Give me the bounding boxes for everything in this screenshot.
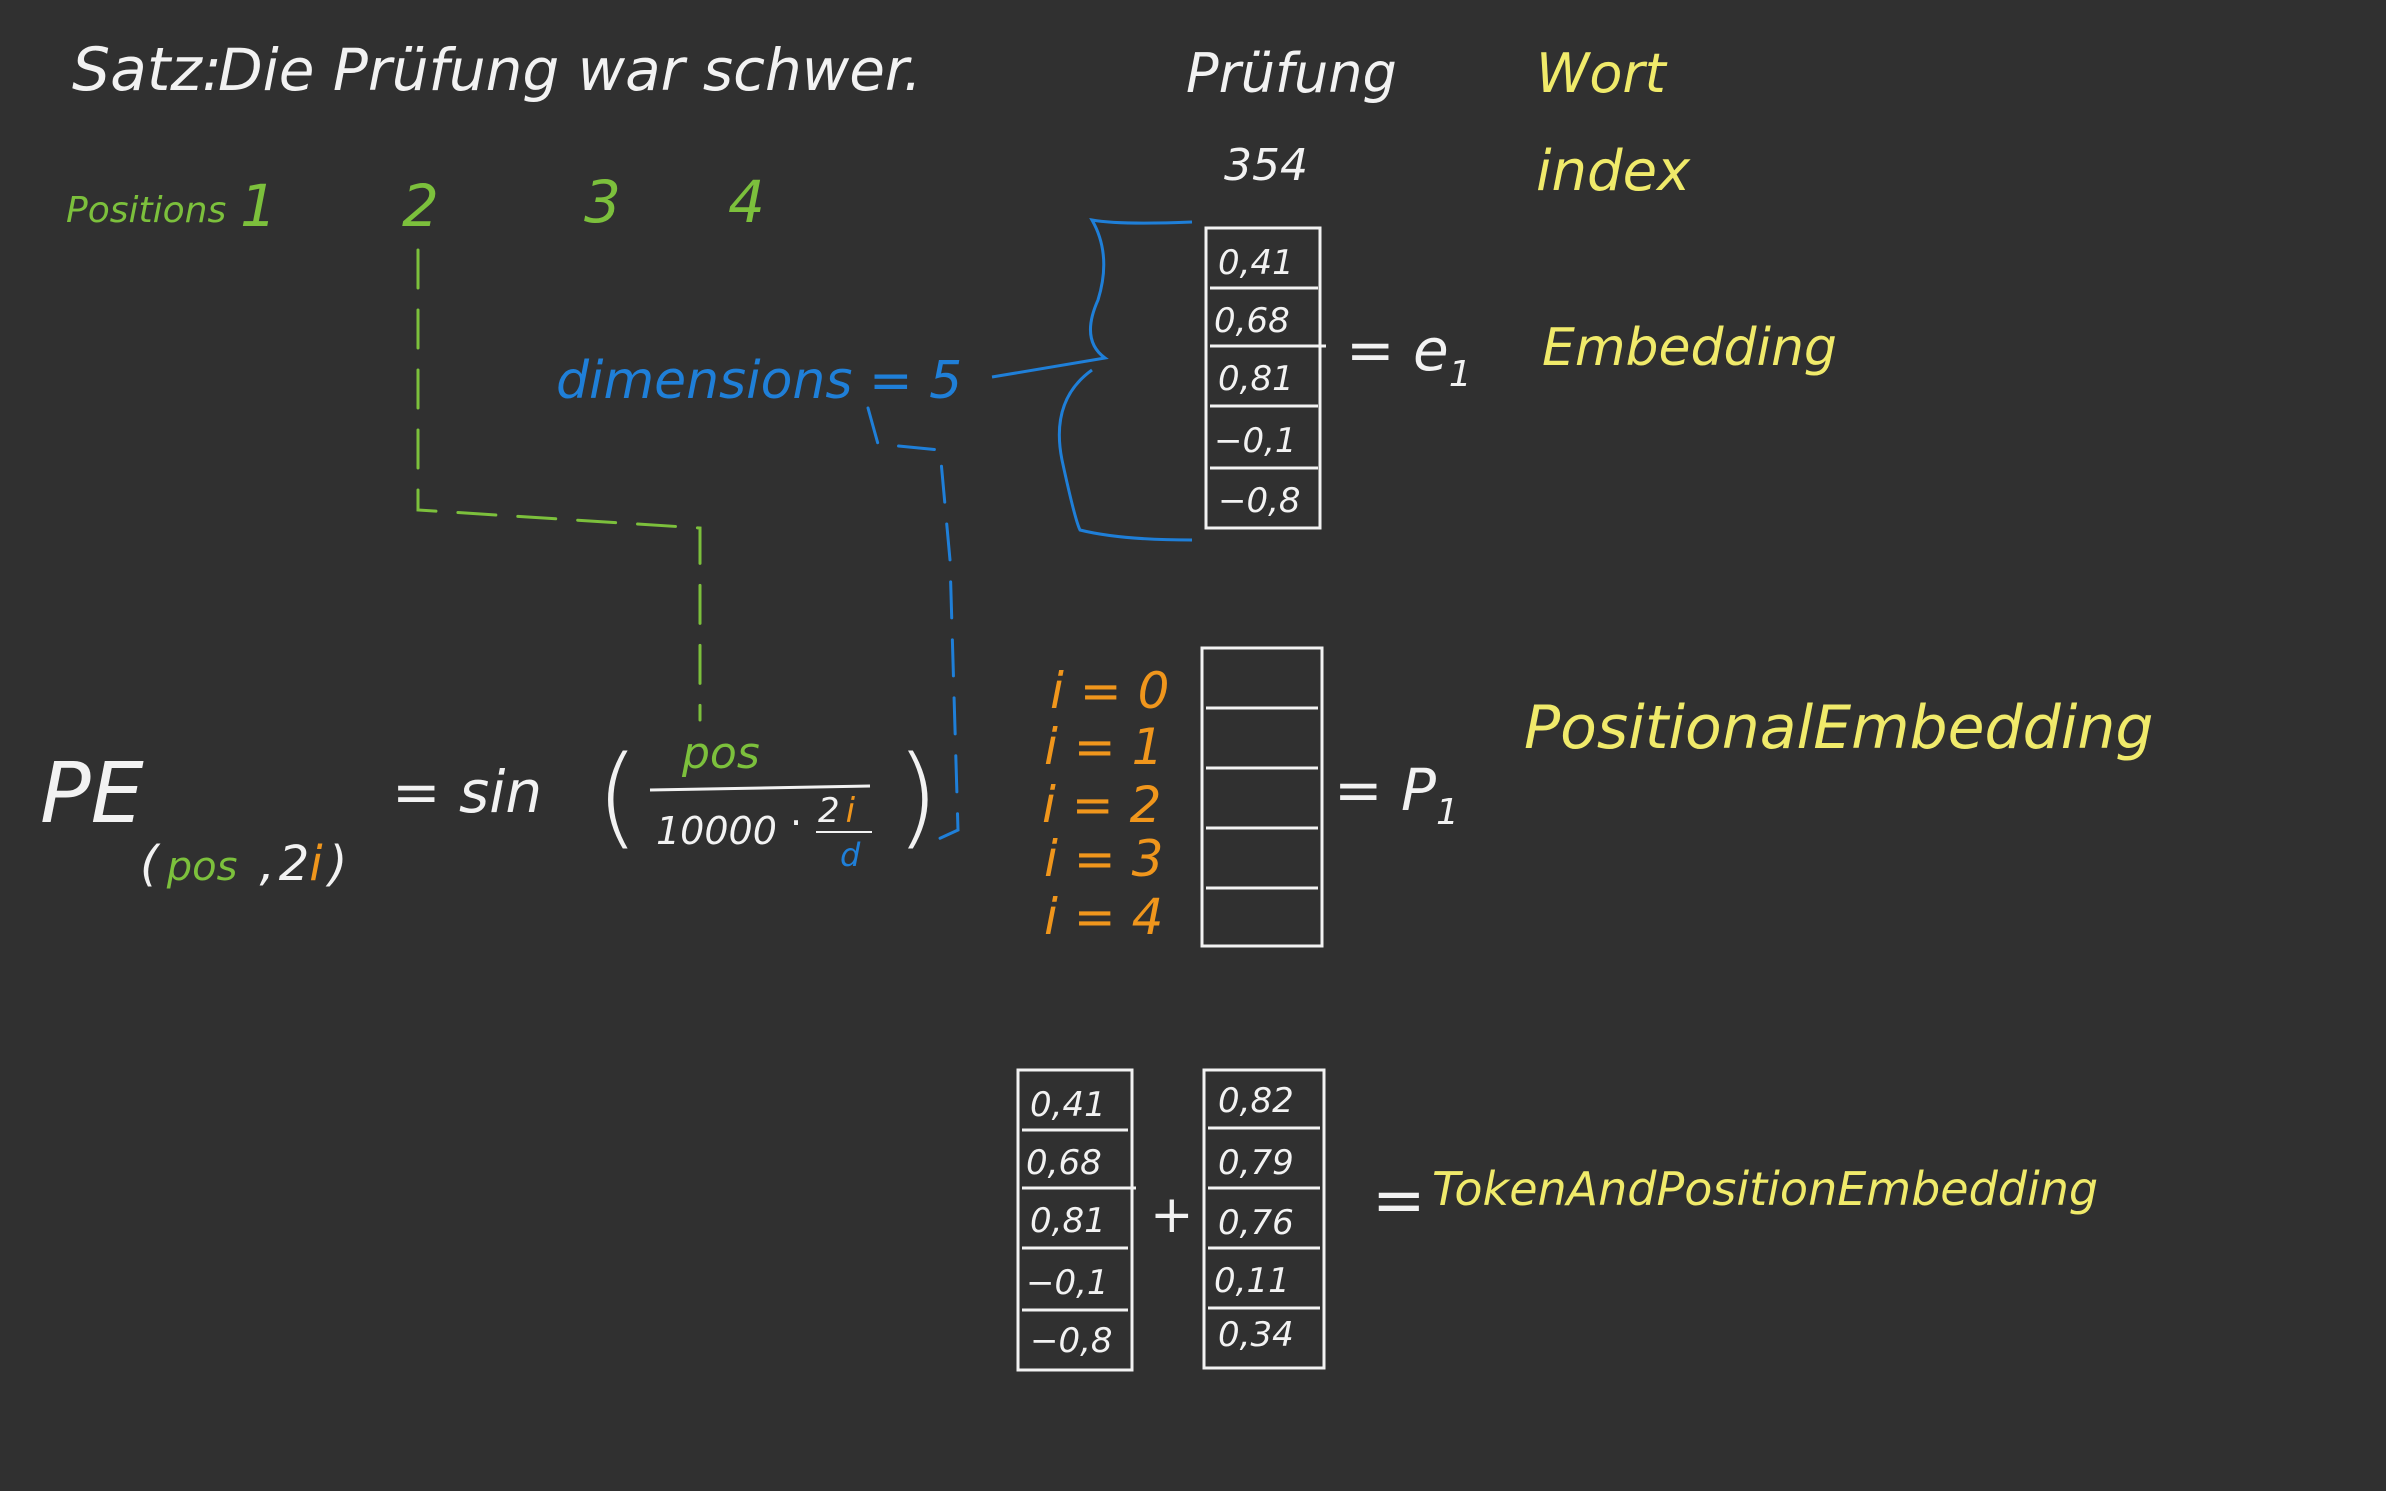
formula-denominator: 10000 xyxy=(656,809,777,853)
sum-left-value-1: 0,68 xyxy=(1026,1143,1102,1183)
sum-right-value-2: 0,76 xyxy=(1218,1203,1294,1243)
dimension-index-4: i = 4 xyxy=(1044,888,1163,946)
embedding-symbol: = e1 xyxy=(1346,316,1472,395)
legend-positional: PositionalEmbedding xyxy=(1524,693,2154,763)
fraction-bar xyxy=(649,784,871,792)
sum-left-value-3: −0,1 xyxy=(1026,1263,1109,1303)
position-number-1: 1 xyxy=(240,172,277,240)
dimension-index-0: i = 0 xyxy=(1050,662,1169,720)
formula-equals-sin: = sin xyxy=(392,758,542,826)
word-index: 354 xyxy=(1224,140,1308,191)
embedding-value-1: 0,68 xyxy=(1214,301,1290,341)
embedding-value-3: −0,1 xyxy=(1214,421,1297,461)
legend-embedding: Embedding xyxy=(1542,318,1837,378)
sentence-text: Die Prüfung war schwer. xyxy=(218,36,922,104)
embedding-vector: 0,41 0,68 0,81 −0,1 −0,8 xyxy=(1204,226,1326,530)
dimension-index-2: i = 2 xyxy=(1042,776,1161,834)
legend-word: Wort xyxy=(1536,42,1668,105)
sentence-label: Satz: xyxy=(72,35,222,105)
sum-left-value-2: 0,81 xyxy=(1030,1201,1106,1241)
sum-right-value-0: 0,82 xyxy=(1218,1081,1294,1121)
legend-combined: TokenAndPositionEmbedding xyxy=(1432,1162,2098,1216)
legend-index: index xyxy=(1536,139,1691,204)
sum-right-value-3: 0,11 xyxy=(1214,1261,1290,1301)
formula-exponent-denominator: d xyxy=(840,836,861,874)
sum-left-value-4: −0,8 xyxy=(1030,1321,1113,1361)
position-number-3: 3 xyxy=(584,168,621,236)
word-header: Prüfung xyxy=(1186,42,1397,105)
sum-equals: = xyxy=(1372,1164,1426,1238)
position-number-2: 2 xyxy=(402,172,439,240)
embedding-value-0: 0,41 xyxy=(1218,243,1294,283)
position-connector xyxy=(416,248,702,722)
positional-vector xyxy=(1200,646,1324,948)
sum-right-value-4: 0,34 xyxy=(1218,1315,1294,1355)
formula-numerator: pos xyxy=(681,728,760,779)
formula-lhs: PE xyxy=(40,744,144,842)
sum-left-value-0: 0,41 xyxy=(1030,1085,1106,1125)
dimension-index-1: i = 1 xyxy=(1044,718,1163,776)
formula-open-paren: ( xyxy=(596,732,639,860)
positional-symbol: = P1 xyxy=(1334,756,1459,833)
position-number-4: 4 xyxy=(728,168,765,236)
positions-label: Positions xyxy=(66,190,226,231)
sum-right-vector: 0,82 0,79 0,76 0,11 0,34 xyxy=(1202,1068,1326,1370)
dimensions-label: dimensions = 5 xyxy=(556,351,962,411)
formula-dot: · xyxy=(790,801,802,845)
embedding-value-2: 0,81 xyxy=(1218,359,1294,399)
sum-left-vector: 0,41 0,68 0,81 −0,1 −0,8 xyxy=(1016,1068,1136,1372)
formula-subscript: (pos,2i) xyxy=(140,836,347,892)
sum-plus: + xyxy=(1150,1185,1194,1245)
sum-right-value-1: 0,79 xyxy=(1218,1143,1294,1183)
embedding-brace xyxy=(991,217,1193,542)
embedding-value-4: −0,8 xyxy=(1218,481,1301,521)
formula-close-paren: ) xyxy=(896,732,939,860)
dimension-index-3: i = 3 xyxy=(1044,830,1163,888)
dimension-connector xyxy=(866,406,960,844)
